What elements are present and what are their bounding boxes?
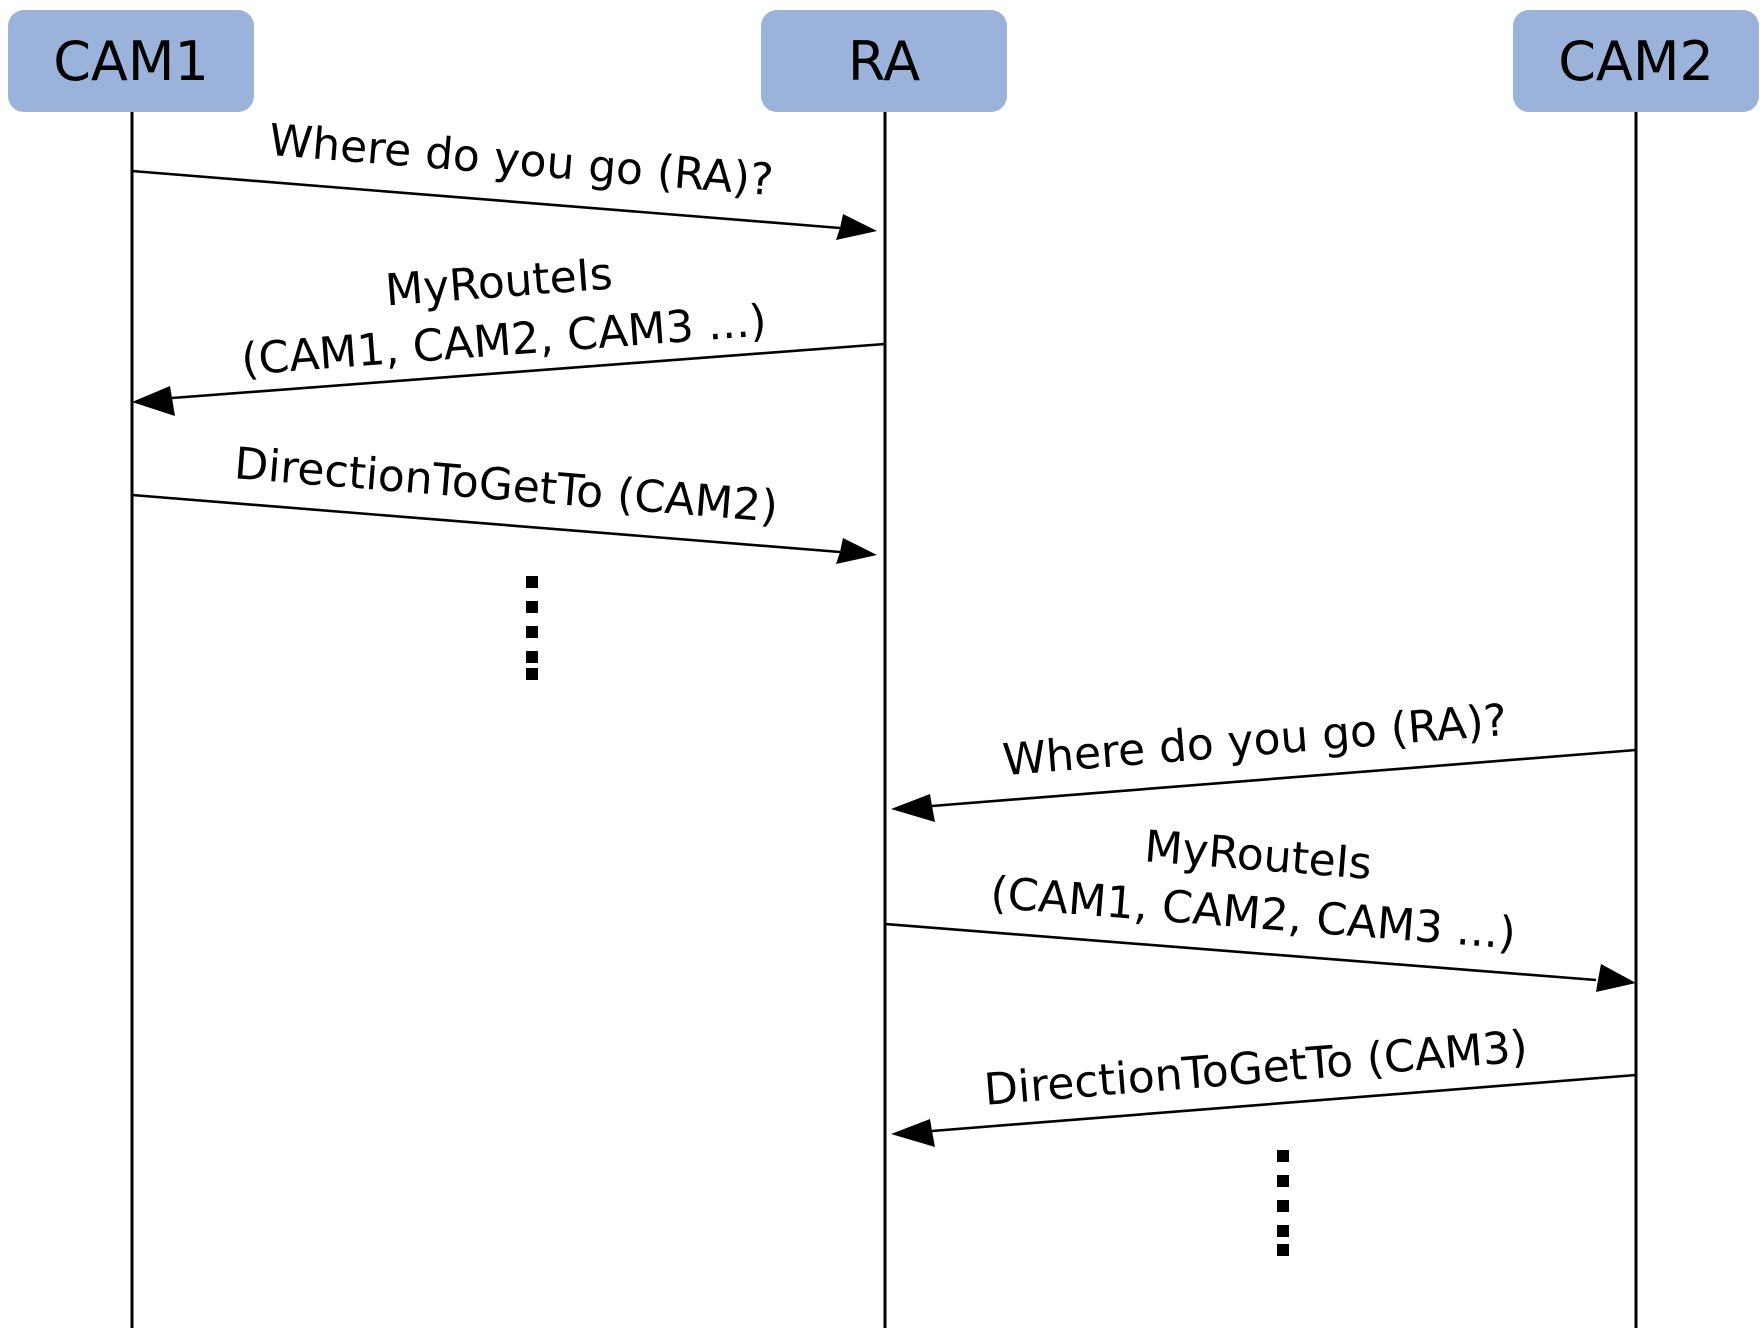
- actor-box-ra: [761, 10, 1007, 112]
- actor-ra: RA: [761, 10, 1007, 112]
- arrowhead-icon: [836, 214, 877, 240]
- arrowhead-icon: [891, 794, 935, 822]
- actor-cam1: CAM1: [8, 10, 254, 112]
- arrowhead-icon: [891, 1119, 935, 1147]
- message-3-label: DirectionToGetTo (CAM2): [233, 438, 780, 533]
- continuation-dot: [1277, 1175, 1289, 1187]
- message-2-label-line1: MyRouteIs: [384, 249, 615, 317]
- message-6-line: [931, 1073, 1637, 1133]
- message-1: Where do you go (RA)?: [131, 115, 877, 240]
- continuation-dot: [526, 576, 538, 588]
- continuation-dot: [526, 601, 538, 613]
- continuation-dot: [1277, 1150, 1289, 1162]
- message-5-label-line1: MyRouteIs: [1143, 821, 1374, 890]
- actor-label-cam1: CAM1: [53, 30, 209, 93]
- message-4-line: [931, 748, 1637, 808]
- continuation-dot: [526, 626, 538, 638]
- actor-label-ra: RA: [848, 30, 920, 93]
- message-3-line: [131, 493, 841, 554]
- message-2-line: [171, 342, 886, 400]
- continuation-dot: [1277, 1244, 1289, 1256]
- message-5: MyRouteIs (CAM1, CAM2, CAM3 ...): [884, 821, 1636, 992]
- actor-cam2: CAM2: [1513, 10, 1759, 112]
- message-6-label: DirectionToGetTo (CAM3): [982, 1021, 1529, 1116]
- continuation-dot: [1277, 1200, 1289, 1212]
- continuation-dots-right: [1277, 1150, 1289, 1256]
- continuation-dot: [526, 651, 538, 663]
- continuation-dots-left: [526, 576, 538, 680]
- arrowhead-icon: [1596, 964, 1636, 992]
- actor-label-cam2: CAM2: [1558, 30, 1714, 93]
- message-2: MyRouteIs (CAM1, CAM2, CAM3 ...): [132, 249, 886, 416]
- message-4: Where do you go (RA)?: [891, 695, 1637, 822]
- message-1-label: Where do you go (RA)?: [267, 115, 775, 206]
- arrowhead-icon: [836, 538, 877, 564]
- message-5-line: [884, 922, 1597, 982]
- message-5-label-line2: (CAM1, CAM2, CAM3 ...): [989, 867, 1518, 959]
- actor-box-cam1: [8, 10, 254, 112]
- message-3: DirectionToGetTo (CAM2): [131, 438, 877, 564]
- continuation-dot: [526, 668, 538, 680]
- message-1-line: [131, 169, 841, 230]
- continuation-dot: [1277, 1225, 1289, 1237]
- message-4-label: Where do you go (RA)?: [1001, 695, 1509, 786]
- arrowhead-icon: [132, 386, 175, 416]
- message-6: DirectionToGetTo (CAM3): [891, 1021, 1637, 1147]
- actor-box-cam2: [1513, 10, 1759, 112]
